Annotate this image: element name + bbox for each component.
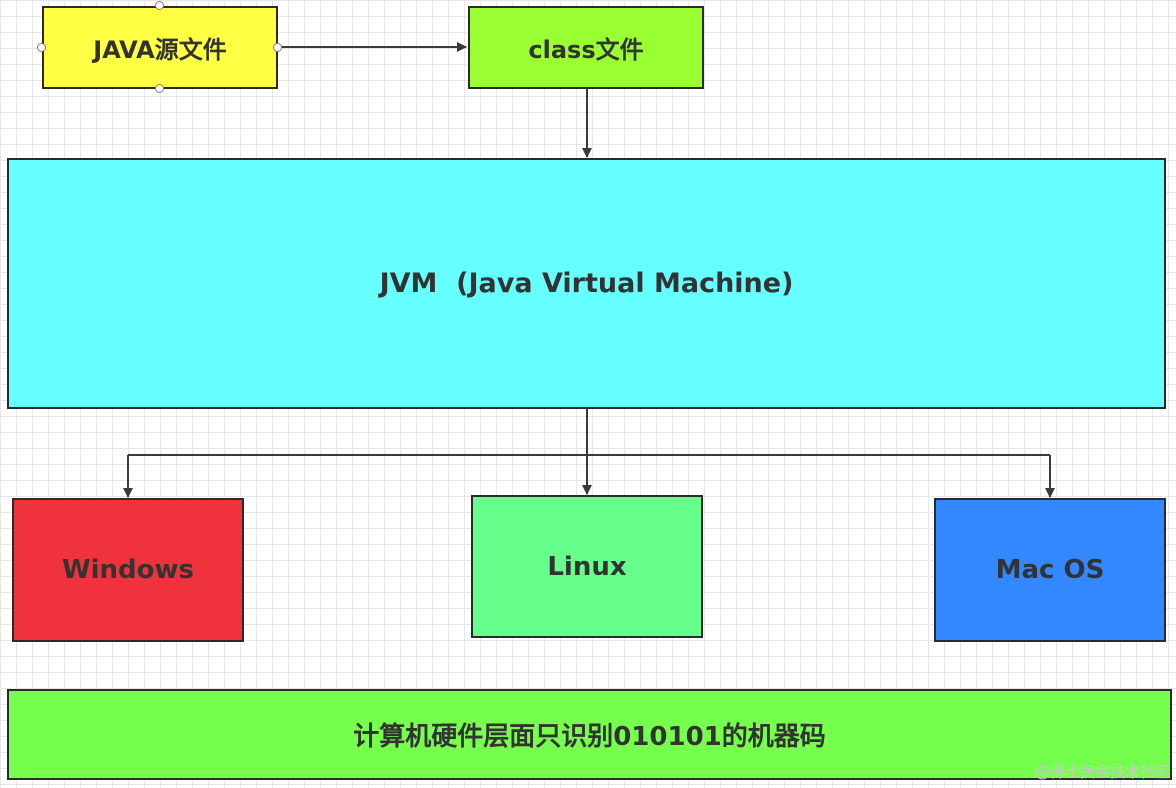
node-macos[interactable]: Mac OS	[934, 498, 1166, 642]
watermark-text: @稀土掘金技术社区	[1034, 763, 1170, 781]
node-java-source-label: JAVA源文件	[93, 36, 227, 64]
node-jvm-label: JVM (Java Virtual Machine)	[379, 268, 794, 299]
node-linux[interactable]: Linux	[471, 495, 703, 638]
node-class-file-label: class文件	[528, 36, 644, 64]
node-hardware-label: 计算机硬件层面只识别010101的机器码	[353, 722, 826, 752]
node-windows[interactable]: Windows	[12, 498, 244, 642]
node-java-source[interactable]: JAVA源文件	[42, 6, 278, 89]
node-windows-label: Windows	[61, 555, 195, 585]
node-hardware[interactable]: 计算机硬件层面只识别010101的机器码	[7, 689, 1172, 780]
node-jvm[interactable]: JVM (Java Virtual Machine)	[7, 158, 1166, 409]
node-macos-label: Mac OS	[995, 555, 1105, 585]
node-class-file[interactable]: class文件	[468, 6, 704, 89]
selection-handle-top[interactable]	[155, 1, 164, 10]
selection-handle-bottom[interactable]	[155, 84, 164, 93]
selection-handle-left[interactable]	[37, 43, 46, 52]
selection-handle-right[interactable]	[273, 43, 282, 52]
node-linux-label: Linux	[547, 551, 627, 582]
